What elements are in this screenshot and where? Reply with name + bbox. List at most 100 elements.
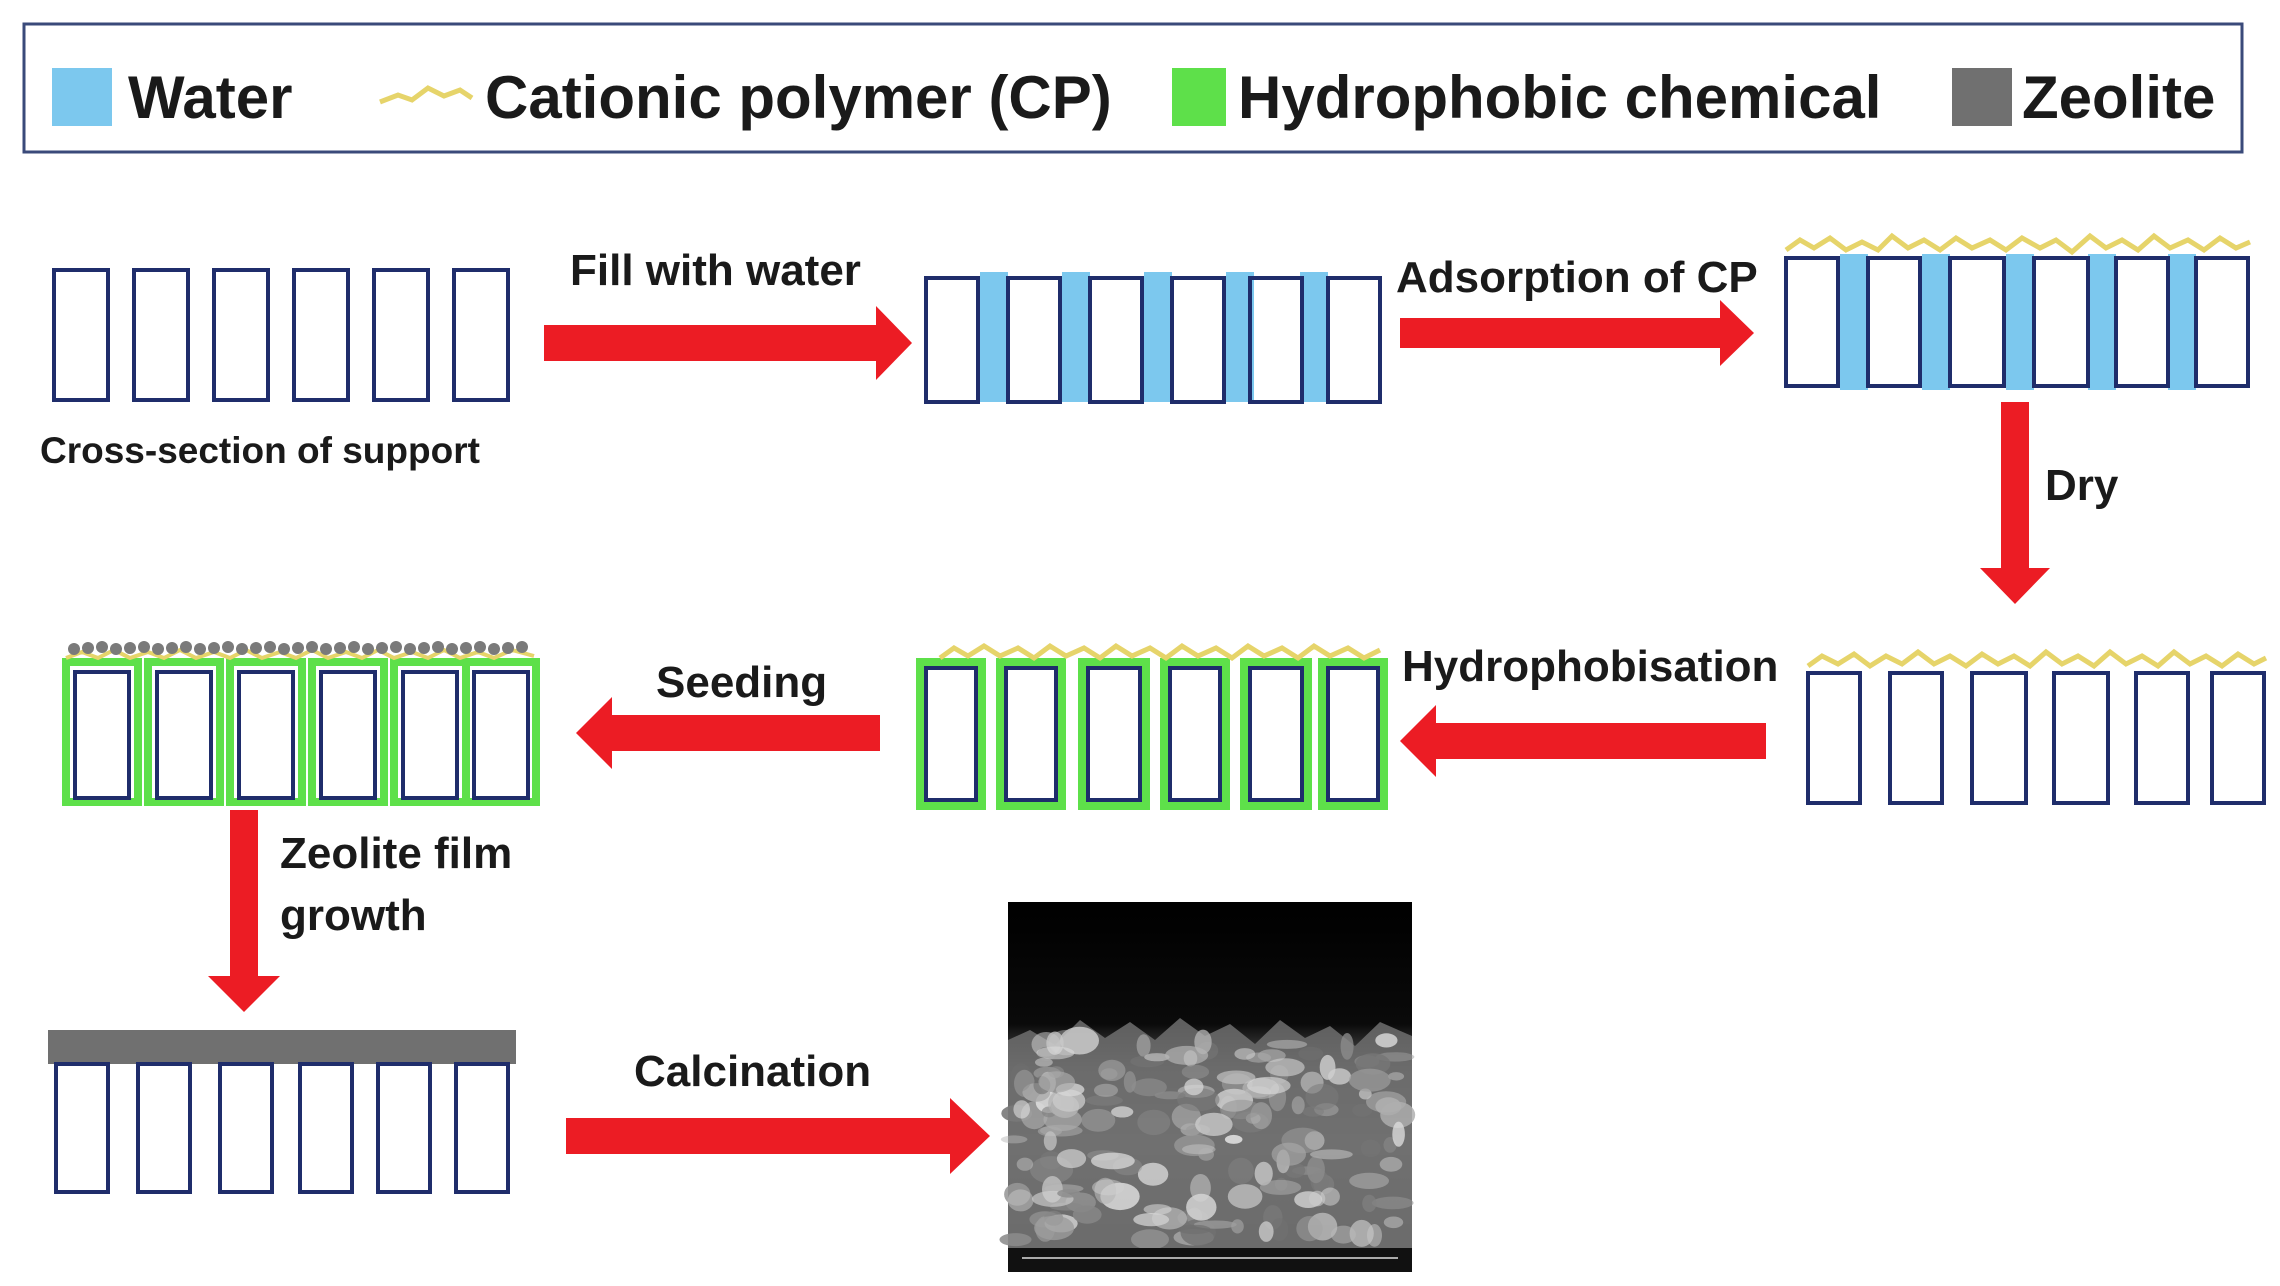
arrow-left-icon bbox=[1400, 705, 1766, 777]
hydrophobic-layer bbox=[1318, 658, 1388, 810]
sem-grain bbox=[1265, 1058, 1305, 1077]
sem-grain bbox=[1352, 1103, 1373, 1117]
sem-grain bbox=[1131, 1078, 1167, 1097]
stage-hydrophobised bbox=[916, 642, 1388, 810]
pore bbox=[1006, 276, 1062, 404]
zeolite-seed-particle bbox=[236, 643, 248, 655]
stage-seeded bbox=[62, 641, 540, 806]
pore bbox=[52, 268, 110, 402]
zeolite-seed-particle bbox=[460, 642, 472, 654]
pore bbox=[1948, 256, 2006, 388]
sem-grain bbox=[1144, 1053, 1170, 1062]
pore bbox=[924, 276, 980, 404]
legend-hydrophobic-swatch bbox=[1172, 68, 1226, 126]
water-fill bbox=[2088, 254, 2116, 390]
pore bbox=[73, 670, 131, 800]
zeolite-seed-particle bbox=[166, 642, 178, 654]
pore bbox=[1248, 276, 1304, 404]
sem-grain bbox=[1320, 1187, 1340, 1206]
sem-grain bbox=[1266, 1039, 1308, 1049]
dry-label: Dry bbox=[2045, 461, 2119, 510]
pore bbox=[1806, 671, 1862, 805]
zeolite-seed-particle bbox=[96, 641, 108, 653]
zeolite-seed-particle bbox=[278, 643, 290, 655]
arrow-fill-with-water: Fill with water bbox=[544, 246, 912, 380]
pore bbox=[452, 268, 510, 402]
sem-grain bbox=[1195, 1112, 1233, 1136]
pore bbox=[1326, 276, 1382, 404]
pore bbox=[2210, 671, 2266, 805]
water-fill bbox=[1300, 272, 1328, 402]
zeolite-seed-layer bbox=[68, 641, 528, 655]
pore bbox=[1248, 666, 1304, 802]
sem-grain bbox=[1310, 1149, 1353, 1160]
sem-grain bbox=[1007, 1189, 1034, 1212]
pore bbox=[401, 670, 459, 800]
zeolite-seed-particle bbox=[180, 641, 192, 653]
sem-grain bbox=[1085, 1095, 1123, 1106]
pore bbox=[1170, 276, 1226, 404]
cp-layer bbox=[1784, 232, 2251, 256]
sem-grain bbox=[1182, 1144, 1216, 1155]
sem-grain bbox=[1254, 1161, 1273, 1186]
legend: Water Cationic polymer (CP) Hydrophobic … bbox=[22, 22, 2244, 154]
zeolite-growth-label-line2: growth bbox=[280, 891, 427, 940]
sem-grain bbox=[1247, 1076, 1291, 1095]
sem-grain bbox=[1186, 1193, 1217, 1221]
zeolite-seed-particle bbox=[110, 643, 122, 655]
water-fill bbox=[1840, 254, 1868, 390]
sem-grain bbox=[1123, 1071, 1136, 1093]
pore bbox=[2134, 671, 2190, 805]
sem-grain bbox=[1000, 1135, 1028, 1144]
arrow-right-icon bbox=[544, 306, 912, 380]
sem-grain bbox=[1298, 1046, 1324, 1061]
sem-grain bbox=[1291, 1096, 1305, 1115]
hydrophobic-layer bbox=[1240, 658, 1312, 810]
water-fill bbox=[2006, 254, 2034, 390]
pore bbox=[454, 1062, 510, 1194]
sem-grain bbox=[1270, 1218, 1289, 1242]
water-fill bbox=[1144, 272, 1172, 402]
pore bbox=[372, 268, 430, 402]
sem-grain bbox=[1227, 1184, 1263, 1209]
sem-grain bbox=[1098, 1059, 1126, 1081]
sem-grain bbox=[1348, 1068, 1391, 1092]
zeolite-seed-particle bbox=[124, 642, 136, 654]
sem-grain bbox=[1131, 1229, 1169, 1250]
sem-grain bbox=[1137, 1109, 1171, 1136]
sem-grain bbox=[1037, 1126, 1062, 1137]
sem-grain bbox=[1306, 1156, 1325, 1184]
sem-grain bbox=[1034, 1215, 1075, 1241]
sem-grain bbox=[1228, 1157, 1254, 1185]
zeolite-seed-particle bbox=[474, 641, 486, 653]
sem-grain bbox=[1296, 1216, 1323, 1242]
pore bbox=[155, 670, 213, 800]
cp-layer bbox=[938, 642, 1382, 662]
sem-grain bbox=[1360, 1139, 1381, 1158]
legend-zeolite-swatch bbox=[1952, 68, 2012, 126]
zeolite-seed-particle bbox=[404, 643, 416, 655]
arrow-left-icon bbox=[576, 697, 880, 769]
sem-grain bbox=[1375, 1033, 1398, 1048]
sem-grain bbox=[1340, 1033, 1354, 1060]
pore bbox=[54, 1062, 110, 1194]
sem-grain bbox=[1013, 1100, 1030, 1119]
sem-grain bbox=[1184, 1078, 1204, 1096]
sem-grain bbox=[1349, 1172, 1389, 1189]
fill-with-water-label: Fill with water bbox=[570, 246, 861, 295]
cross-section-caption: Cross-section of support bbox=[40, 430, 480, 471]
arrow-seeding: Seeding bbox=[576, 658, 880, 769]
pore bbox=[376, 1062, 432, 1194]
zeolite-seed-particle bbox=[390, 641, 402, 653]
arrow-dry: Dry bbox=[1980, 402, 2119, 604]
zeolite-seed-particle bbox=[194, 643, 206, 655]
sem-grain-texture bbox=[999, 1026, 1416, 1250]
arrow-right-icon bbox=[1400, 300, 1754, 366]
zeolite-seed-particle bbox=[516, 641, 528, 653]
hydrophobisation-label: Hydrophobisation bbox=[1402, 642, 1778, 691]
sem-grain bbox=[1258, 1221, 1274, 1242]
sem-grain bbox=[1137, 1162, 1169, 1186]
zeolite-seed-particle bbox=[376, 642, 388, 654]
sem-grain bbox=[1004, 1182, 1031, 1206]
pore bbox=[298, 1062, 354, 1194]
